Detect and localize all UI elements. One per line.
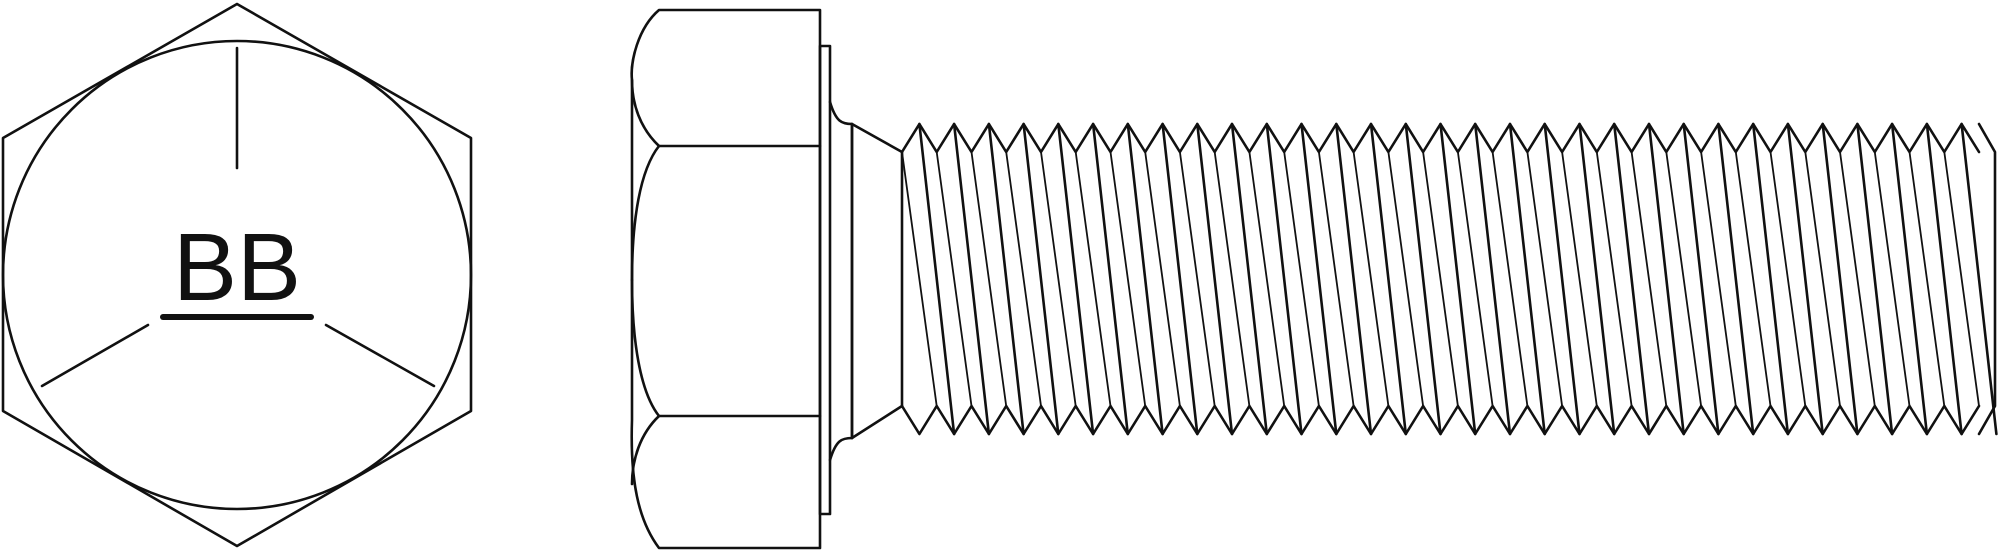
chamfer-circle: [1, 39, 473, 511]
thread-flank-root: [935, 151, 973, 407]
thread-flank-crest: [1404, 122, 1442, 436]
thread-flank-root: [1839, 151, 1876, 407]
thread-flank-crest: [1300, 122, 1338, 436]
thread-flank-root: [1213, 151, 1251, 407]
thread-flank-crest: [1508, 122, 1546, 436]
thread-flank-root: [901, 151, 938, 407]
radial-tick-right: [324, 323, 436, 388]
thread-flank-root: [1908, 151, 1946, 407]
thread-flank-root: [1561, 151, 1598, 407]
radial-tick-left: [40, 323, 150, 388]
head-face-arc-top: [630, 78, 661, 148]
thread-flank-root: [1005, 151, 1042, 407]
thread-flank-crest: [1335, 122, 1373, 436]
thread-flank-crest: [1543, 122, 1581, 436]
thread-flank-root: [1283, 151, 1320, 407]
thread-flank-crest: [1890, 122, 1929, 436]
thread-runout-top: [850, 122, 904, 154]
thread-flank-crest: [1473, 122, 1512, 436]
thread-flank-root: [1109, 151, 1147, 407]
thread-flank-root: [1700, 151, 1737, 407]
thread-flank-crest: [1717, 122, 1755, 436]
bolt-tip: [1977, 122, 1997, 436]
thread-flank-crest: [952, 122, 991, 436]
thread-flank-crest: [1751, 122, 1790, 436]
thread: [900, 122, 1998, 436]
thread-flank-root: [1769, 151, 1807, 407]
thread-flank-root: [1665, 151, 1702, 407]
thread-flank-root: [1943, 151, 1980, 407]
thread-flank-crest: [1126, 122, 1164, 436]
thread-flank-crest: [1856, 122, 1894, 436]
thread-flank-crest: [1925, 122, 1963, 436]
thread-flank-crest: [1091, 122, 1130, 436]
thread-flank-crest: [1439, 122, 1477, 436]
thread-flank-crest: [1578, 122, 1616, 436]
washer-face: [818, 44, 832, 516]
thread-flank-crest: [1022, 122, 1060, 436]
thread-flank-crest: [1647, 122, 1685, 436]
thread-flank-root: [1457, 151, 1494, 407]
thread-flank-root: [1352, 151, 1390, 407]
thread-flank-crest: [1057, 122, 1095, 436]
thread-flank-crest: [1369, 122, 1408, 436]
neck-fillet-top: [828, 100, 854, 462]
tip-chamfer: [1977, 122, 1997, 436]
thread-flank-root: [1630, 151, 1668, 407]
hex-head-side-view: [630, 8, 832, 550]
thread-flank-root: [1595, 151, 1633, 407]
thread-flank-root: [1248, 151, 1286, 407]
thread-flank-crest: [1612, 122, 1651, 436]
head-face-arc-middle-bottom: [630, 278, 661, 418]
head-marking-text: BB: [173, 214, 301, 321]
hex-head-end-view: BB: [1, 2, 473, 548]
thread-flank-root: [1491, 151, 1529, 407]
thread-flank-crest: [1821, 122, 1859, 436]
thread-flank-root: [1144, 151, 1181, 407]
thread-flank-root: [1074, 151, 1112, 407]
thread-flank-root: [1387, 151, 1424, 407]
thread-flank-root: [1734, 151, 1772, 407]
thread-flank-root: [1040, 151, 1077, 407]
bolt-shank: [828, 100, 904, 462]
head-face-arc-bottom: [630, 414, 661, 486]
thread-flank-root: [970, 151, 1008, 407]
thread-flank-root: [1804, 151, 1841, 407]
thread-flank-crest: [918, 122, 956, 436]
thread-flank-crest: [1265, 122, 1303, 436]
thread-flank-root: [1318, 151, 1355, 407]
thread-flank-crest: [1786, 122, 1824, 436]
thread-flank-crest: [1161, 122, 1199, 436]
head-face-arc-middle-top: [630, 144, 661, 282]
thread-flank-crest: [1230, 122, 1269, 436]
thread-flank-root: [1179, 151, 1216, 407]
thread-flank-crest: [987, 122, 1025, 436]
thread-flank-crest: [1682, 122, 1720, 436]
head-outline: [630, 8, 822, 550]
thread-flank-root: [1422, 151, 1459, 407]
thread-flank-root: [1526, 151, 1563, 407]
thread-runout-bottom: [850, 404, 904, 440]
thread-flank-crest: [1960, 122, 1998, 436]
thread-flank-crest: [1196, 122, 1234, 436]
thread-flank-root: [1873, 151, 1911, 407]
hex-outline: [1, 2, 473, 548]
